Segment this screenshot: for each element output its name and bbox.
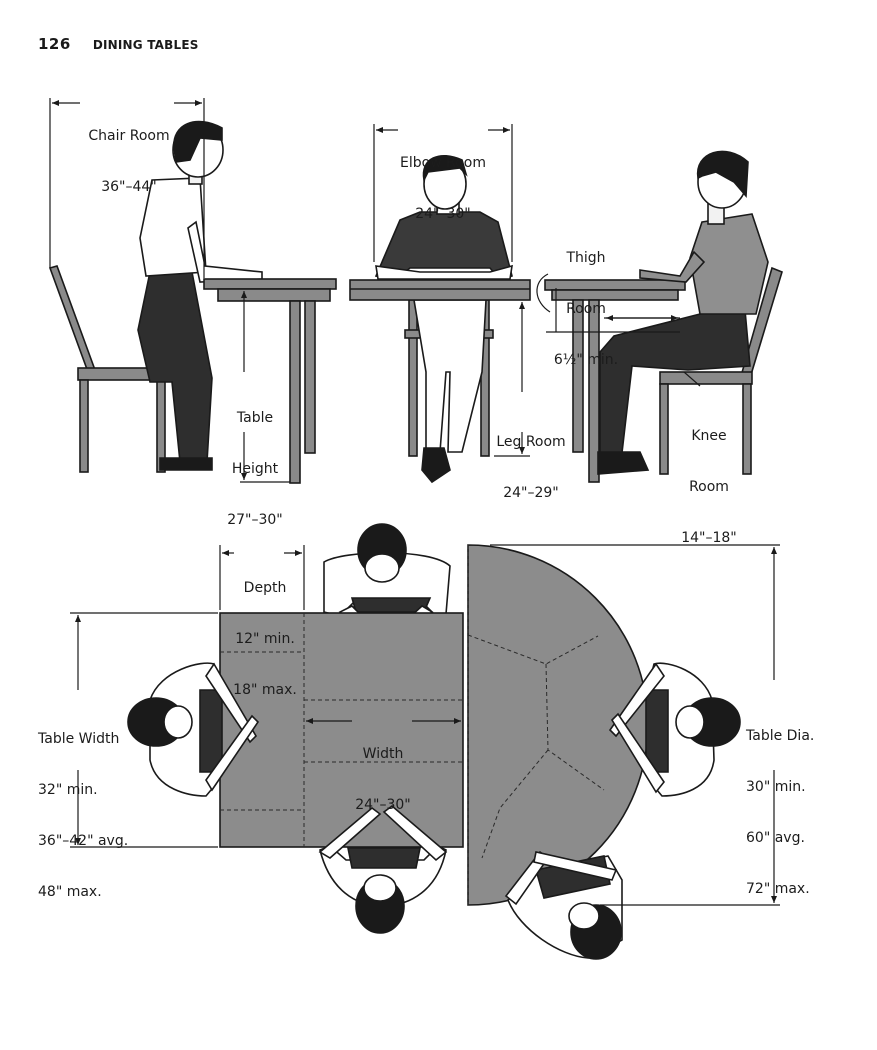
table-height-dimension (240, 291, 290, 483)
chair-room-label: Chair Room 36"–44" (82, 94, 176, 230)
table-width-min: 32" min. (38, 782, 98, 798)
person-right-round (608, 662, 741, 797)
person-bottom-rect (318, 804, 448, 934)
table-dia-label: Table Dia. 30" min. 60" avg. 72" max. (746, 694, 836, 932)
thigh-room-dimension (536, 273, 680, 333)
plan-view-rectangular (70, 523, 464, 934)
table-width-title: Table Width (38, 731, 120, 747)
table-width-label: Table Width 32" min. 36"–42" avg. 48" ma… (38, 697, 138, 935)
section-title: DINING TABLES (92, 38, 199, 52)
table-dia-title: Table Dia. (746, 728, 815, 744)
chair-room-title: Chair Room (88, 128, 170, 144)
page-number: 126 (38, 35, 71, 53)
table-height-label: Table Height 27"–30" (222, 376, 288, 563)
knee-room-dimension (604, 315, 701, 387)
side-view-front (349, 124, 531, 484)
elbow-room-dimension (373, 124, 513, 262)
depth-min: 12" min. (235, 631, 295, 647)
table-width-max: 48" max. (38, 884, 102, 900)
depth-label: Depth 12" min. 18" max. (228, 546, 302, 733)
depth-dimension (219, 545, 305, 610)
thigh-room-label: Thigh Room 6½" min. (548, 216, 624, 403)
table-height-line2: Height (231, 461, 279, 477)
page-header: 126 DINING TABLES (38, 34, 199, 53)
elbow-room-value: 24"–30" (415, 206, 471, 222)
chair-right (659, 266, 783, 475)
leg-room-label: Leg Room 24"–29" (492, 400, 570, 536)
table-dia-max: 72" max. (746, 881, 810, 897)
standing-person (137, 120, 263, 471)
leg-room-value: 24"–29" (503, 485, 559, 501)
leg-room-dimension (494, 302, 530, 457)
rect-table (219, 612, 464, 848)
width-label: Width 24"–30" (350, 712, 416, 848)
table-height-line1: Table (236, 410, 274, 426)
table-right (544, 279, 686, 483)
seated-person-front (374, 155, 513, 484)
knee-room-line2: Room (689, 479, 729, 495)
depth-max: 18" max. (233, 682, 297, 698)
table-dia-min: 30" min. (746, 779, 806, 795)
side-view-seated (536, 150, 783, 483)
table-front (349, 279, 531, 301)
side-view-chair-room (48, 98, 337, 484)
knee-room-value: 14"–18" (681, 530, 737, 546)
table-dia-dimension (490, 544, 780, 906)
width-title: Width (362, 746, 404, 762)
seated-person-profile (597, 150, 769, 475)
chair-room-value: 36"–44" (101, 179, 157, 195)
table-width-dimension (70, 612, 218, 848)
person-bottom-round (504, 850, 623, 960)
chair-room-dimension (49, 98, 205, 278)
knee-room-line1: Knee (691, 428, 727, 444)
thigh-room-line1: Thigh (566, 250, 606, 266)
depth-title: Depth (243, 580, 287, 596)
elbow-room-title: Elbow Room (400, 155, 486, 171)
elbow-room-label: Elbow Room 24"–30" (396, 121, 490, 257)
knee-room-label: Knee Room 14"–18" (674, 394, 744, 581)
leg-room-title: Leg Room (496, 434, 566, 450)
plan-view-round (467, 544, 780, 960)
person-left-rect (127, 662, 260, 797)
width-value: 24"–30" (355, 797, 411, 813)
thigh-room-line2: Room (566, 301, 606, 317)
table-width-avg: 36"–42" avg. (38, 833, 129, 849)
thigh-room-value: 6½" min. (553, 352, 619, 368)
table-dia-avg: 60" avg. (746, 830, 805, 846)
table-height-value: 27"–30" (227, 512, 283, 528)
